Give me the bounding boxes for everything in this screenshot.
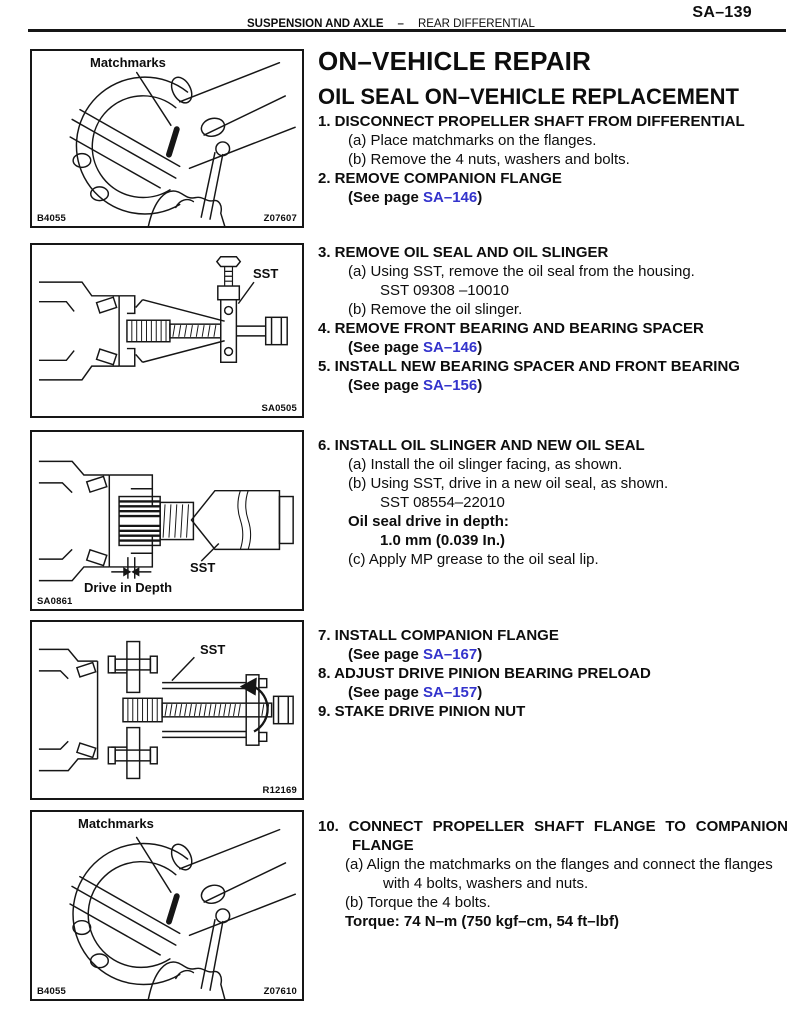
step-7-see-page: (See page SA–167): [348, 646, 483, 663]
step-10-item-a: (a) Align the matchmarks on the flanges …: [345, 856, 773, 892]
steps-block-3-5: 3. REMOVE OIL SEAL AND OIL SLINGER (a) U…: [318, 243, 788, 395]
step-3-heading: 3. REMOVE OIL SEAL AND OIL SLINGER: [318, 244, 609, 261]
step-5-see-page: (See page SA–156): [348, 377, 483, 394]
step-6-item-c: (c) Apply MP grease to the oil seal lip.: [348, 551, 599, 568]
breadcrumb-topic: REAR DIFFERENTIAL: [417, 18, 535, 30]
step-6-spec-label: Oil seal drive in depth:: [348, 513, 509, 530]
step-6-item-b: (b) Using SST, drive in a new oil seal, …: [348, 475, 669, 492]
figure-sst-oil-seal-removal: SST SA0505: [30, 243, 304, 418]
step-1-heading: 1. DISCONNECT PROPELLER SHAFT FROM DIFFE…: [318, 113, 745, 130]
flange-install-drawing: [38, 640, 294, 780]
figure-code: B4055: [37, 213, 66, 224]
figure-companion-flange-install: SST R12169: [30, 620, 304, 800]
step-8-heading: 8. ADJUST DRIVE PINION BEARING PRELOAD: [318, 665, 651, 682]
step-10-heading: 10. CONNECT PROPELLER SHAFT FLANGE TO CO…: [318, 818, 788, 854]
sst-puller-drawing: [38, 255, 288, 381]
page-number: SA–139: [692, 4, 752, 21]
step-2-see-page: (See page SA–146): [348, 189, 483, 206]
step-2-heading: 2. REMOVE COMPANION FLANGE: [318, 170, 562, 187]
step-3-item-b: (b) Remove the oil slinger.: [348, 301, 523, 318]
step-1-item-a: (a) Place matchmarks on the flanges.: [348, 132, 597, 149]
step-4-heading: 4. REMOVE FRONT BEARING AND BEARING SPAC…: [318, 320, 704, 337]
breadcrumb: SUSPENSION AND AXLE – REAR DIFFERENTIAL: [247, 18, 535, 30]
step-6-item-a: (a) Install the oil slinger facing, as s…: [348, 456, 623, 473]
figure-code: SA0861: [37, 596, 73, 607]
section-title: ON–VEHICLE REPAIR: [318, 46, 592, 76]
oil-seal-drift-drawing: [38, 460, 294, 582]
matchmarks-drawing: [69, 828, 296, 999]
step-3-item-a: (a) Using SST, remove the oil seal from …: [348, 263, 695, 280]
step-10-torque-spec: Torque: 74 N–m (750 kgf–cm, 54 ft–lbf): [345, 913, 619, 930]
step-6-spec-value: 1.0 mm (0.039 In.): [380, 532, 506, 549]
sst-callout: SST: [190, 560, 216, 575]
step-1-item-b: (b) Remove the 4 nuts, washers and bolts…: [348, 151, 630, 168]
figure-oil-seal-drive-in: SST Drive in Depth SA0861: [30, 430, 304, 611]
step-8-see-page: (See page SA–157): [348, 684, 483, 701]
header-rule: [28, 29, 786, 32]
figure-code: R12169: [262, 785, 297, 796]
page-link-sa-167[interactable]: SA–167: [423, 646, 478, 663]
matchmarks-callout: Matchmarks: [90, 55, 166, 70]
steps-block-1-2: 1. DISCONNECT PROPELLER SHAFT FROM DIFFE…: [318, 112, 788, 207]
figure-code: Z07607: [263, 213, 297, 224]
page-link-sa-156[interactable]: SA–156: [423, 377, 478, 394]
breadcrumb-section: SUSPENSION AND AXLE: [247, 18, 384, 30]
steps-block-10: 10. CONNECT PROPELLER SHAFT FLANGE TO CO…: [318, 817, 788, 931]
steps-block-6: 6. INSTALL OIL SLINGER AND NEW OIL SEAL …: [318, 436, 788, 569]
drive-in-depth-callout: Drive in Depth: [84, 580, 173, 595]
step-5-heading: 5. INSTALL NEW BEARING SPACER AND FRONT …: [318, 358, 740, 375]
step-3-sst-number: SST 09308 –10010: [380, 282, 510, 299]
page-link-sa-146[interactable]: SA–146: [423, 339, 478, 356]
figure-code: SA0505: [261, 403, 297, 414]
subsection-title: OIL SEAL ON–VEHICLE REPLACEMENT: [318, 84, 739, 109]
figure-place-matchmarks: Matchmarks B4055 Z07607: [30, 49, 304, 228]
figure-code: Z07610: [263, 986, 297, 997]
figure-align-matchmarks: Matchmarks B4055 Z07610: [30, 810, 304, 1001]
step-6-heading: 6. INSTALL OIL SLINGER AND NEW OIL SEAL: [318, 437, 645, 454]
matchmarks-drawing: [69, 61, 296, 226]
page-link-sa-157[interactable]: SA–157: [423, 684, 478, 701]
breadcrumb-dash: –: [397, 18, 404, 30]
page-link-sa-146[interactable]: SA–146: [423, 189, 478, 206]
sst-callout: SST: [253, 266, 279, 281]
step-7-heading: 7. INSTALL COMPANION FLANGE: [318, 627, 559, 644]
figure-code: B4055: [37, 986, 66, 997]
matchmarks-callout: Matchmarks: [78, 816, 154, 831]
step-4-see-page: (See page SA–146): [348, 339, 483, 356]
step-10-item-b: (b) Torque the 4 bolts.: [345, 894, 491, 911]
sst-callout: SST: [200, 642, 226, 657]
step-6-sst-number: SST 08554–22010: [380, 494, 505, 511]
steps-block-7-9: 7. INSTALL COMPANION FLANGE (See page SA…: [318, 626, 788, 721]
step-9-heading: 9. STAKE DRIVE PINION NUT: [318, 703, 526, 720]
